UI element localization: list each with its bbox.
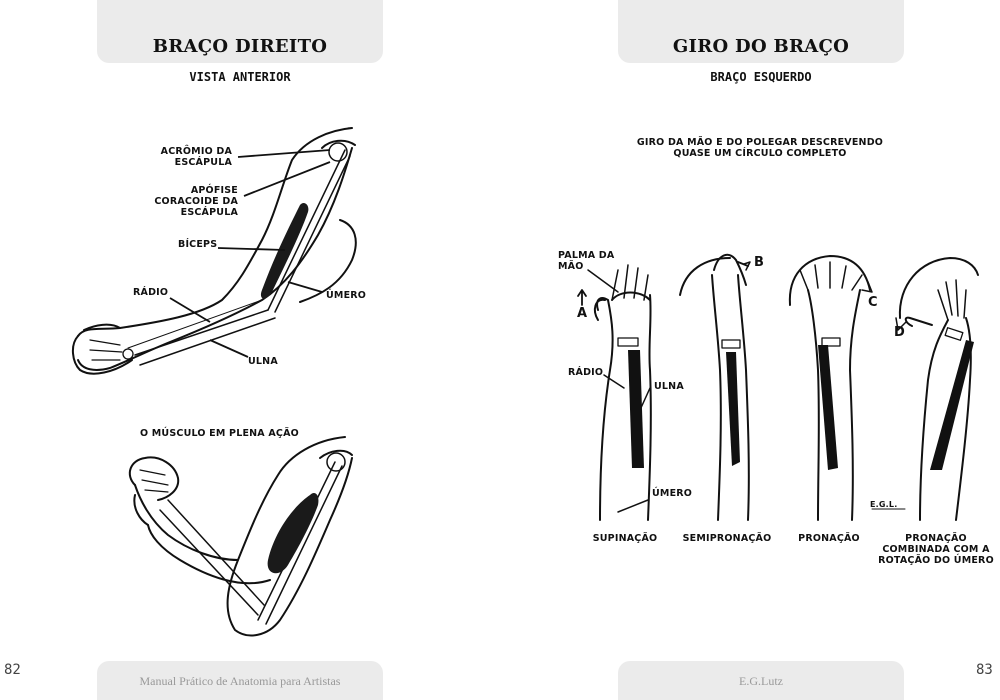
right-page: GIRO DO BRAÇO BRAÇO ESQUERDO GIRO DA MÃO… bbox=[500, 0, 1000, 700]
label-ulna-right: ULNA bbox=[654, 381, 684, 392]
right-footer-text: E.G.Lutz bbox=[739, 674, 783, 688]
letter-d: D bbox=[894, 325, 905, 340]
letter-a: A bbox=[577, 306, 588, 321]
label-palma-da-mao: PALMA DA MÃO bbox=[558, 250, 615, 272]
right-title-box: GIRO DO BRAÇO bbox=[618, 0, 904, 63]
left-page-subtitle: VISTA ANTERIOR bbox=[189, 70, 291, 84]
right-page-subtitle: BRAÇO ESQUERDO bbox=[710, 70, 812, 84]
arm-anterior-illustration bbox=[72, 127, 357, 375]
label-ulna-left: ULNA bbox=[248, 356, 278, 367]
left-footer-box: Manual Prático de Anatomia para Artistas bbox=[97, 661, 383, 700]
letter-c: C bbox=[868, 295, 878, 310]
left-title-box: BRAÇO DIREITO bbox=[97, 0, 383, 63]
letter-b: B bbox=[754, 255, 764, 270]
label-umero-right: ÚMERO bbox=[652, 488, 693, 499]
left-page-number: 82 bbox=[4, 662, 21, 678]
label-acromio: ACRÔMIO DA ESCÁPULA bbox=[160, 146, 232, 168]
left-page-title: BRAÇO DIREITO bbox=[152, 36, 328, 57]
stage-supinacao: SUPINAÇÃO bbox=[592, 533, 658, 544]
label-apofise-coracoide: APÓFISE CORACOIDE DA ESCÁPULA bbox=[154, 185, 238, 218]
right-page-title: GIRO DO BRAÇO bbox=[672, 36, 850, 57]
stage-pronacao: PRONAÇÃO bbox=[798, 533, 860, 544]
right-footer-box: E.G.Lutz bbox=[618, 661, 904, 700]
rotation-caption: GIRO DA MÃO E DO POLEGAR DESCREVENDO QUA… bbox=[636, 137, 884, 159]
artist-signature: E.G.L. bbox=[870, 500, 898, 509]
left-page: BRAÇO DIREITO VISTA ANTERIOR bbox=[4, 0, 383, 700]
label-umero-left: ÚMERO bbox=[326, 290, 367, 301]
label-radio-right: RÁDIO bbox=[568, 367, 604, 378]
forearm-rotation-illustration bbox=[577, 253, 979, 521]
left-footer-text: Manual Prático de Anatomia para Artistas bbox=[139, 674, 341, 688]
label-biceps: BÍCEPS bbox=[178, 239, 218, 250]
right-page-number: 83 bbox=[976, 662, 993, 678]
label-musculo-em-acao: O MÚSCULO EM PLENA AÇÃO bbox=[140, 428, 299, 439]
stage-pronacao-rotacao: PRONAÇÃO COMBINADA COM A ROTAÇÃO DO ÚMER… bbox=[878, 533, 994, 566]
label-radio-left: RÁDIO bbox=[133, 287, 169, 298]
arm-flexed-illustration bbox=[128, 436, 353, 637]
stage-semipronacao: SEMIPRONAÇÃO bbox=[682, 533, 772, 544]
